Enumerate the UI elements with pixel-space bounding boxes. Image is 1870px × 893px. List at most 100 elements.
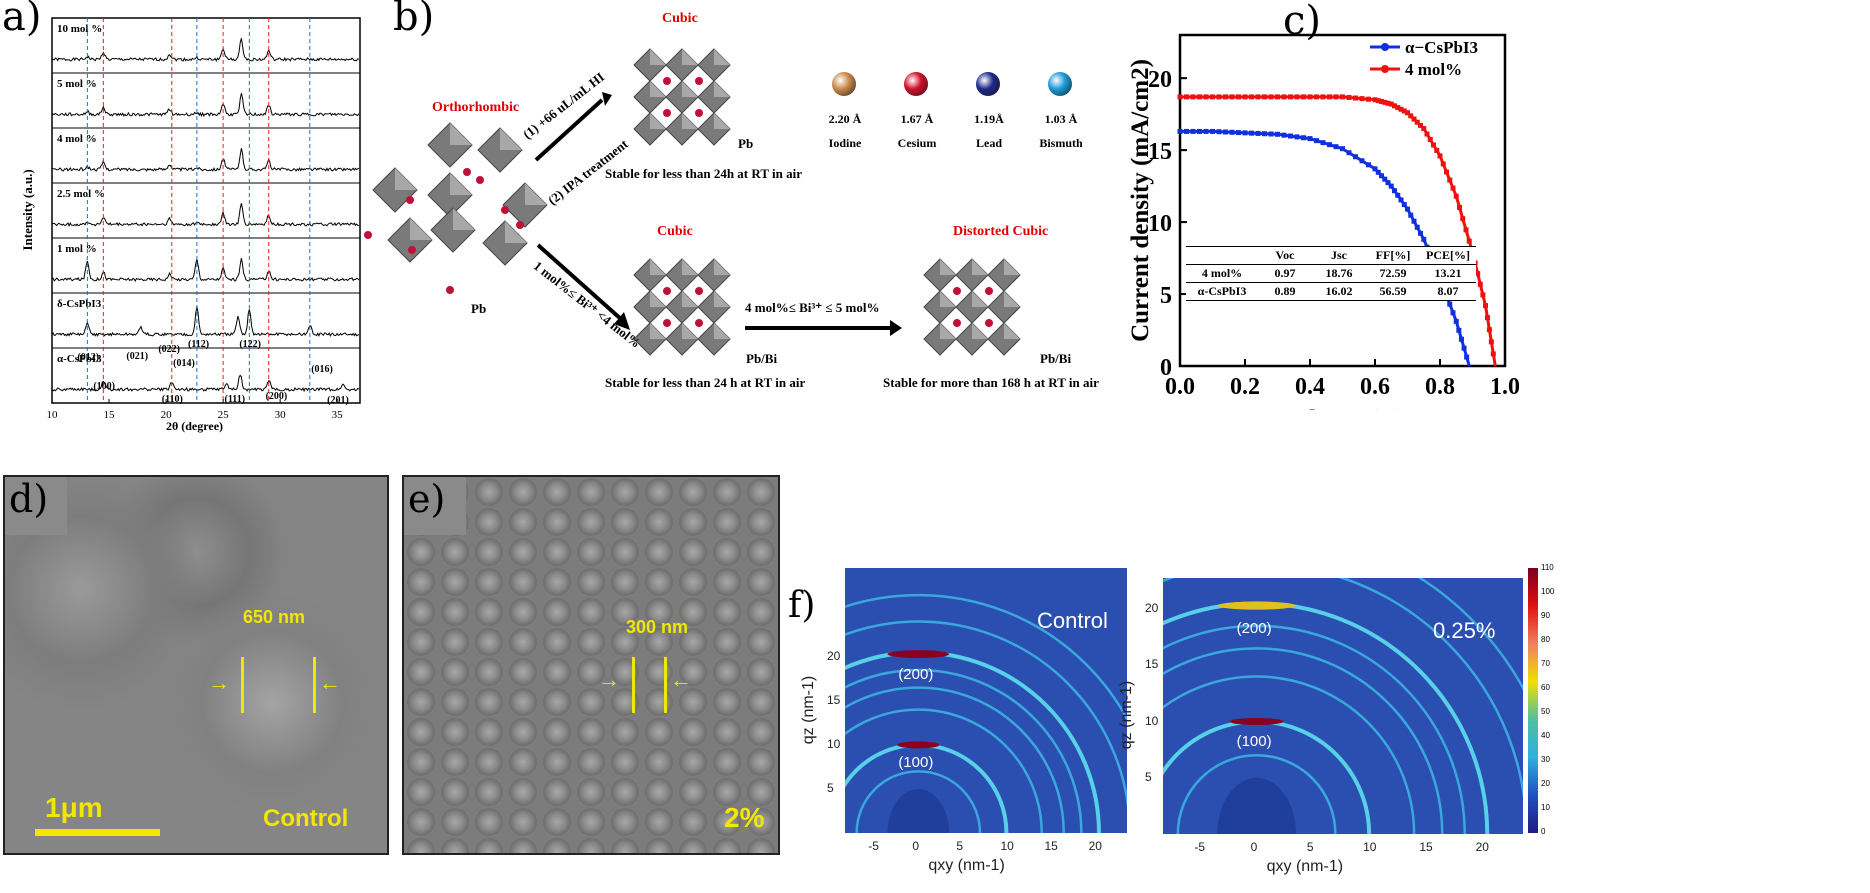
diffraction-ring — [845, 594, 1127, 722]
data-point — [1203, 128, 1209, 134]
xrd-chart: 10 mol %5 mol %4 mol %2.5 mol %1 mol %δ-… — [20, 17, 361, 433]
data-point — [1382, 99, 1388, 105]
y-tick-label: 15 — [827, 692, 841, 707]
phase-scheme-diagram — [364, 48, 1021, 356]
cesium-atom — [476, 176, 484, 184]
diffraction-ring — [845, 668, 1083, 833]
data-point — [1262, 131, 1267, 137]
data-point — [1414, 224, 1420, 230]
octahedron-face — [972, 259, 988, 275]
xrd-trace — [51, 374, 360, 393]
orthorhombic-label: Orthorhombic — [432, 100, 520, 115]
data-point — [1255, 130, 1261, 136]
peak-label: (111) — [225, 394, 246, 405]
data-point — [1275, 94, 1280, 100]
diffraction-ring — [1163, 647, 1444, 834]
x-tick-label: 5 — [1306, 840, 1314, 854]
cesium-atom — [663, 109, 671, 117]
peak-label-100: (100) — [898, 753, 934, 771]
cesium-atom — [663, 287, 671, 295]
giwaxs-map-control: Control(200)(100) — [845, 568, 1127, 833]
series-line-1 — [1180, 95, 1497, 367]
octahedron-face — [650, 291, 666, 307]
arrowhead — [614, 312, 630, 330]
data-point — [1307, 136, 1313, 142]
data-point — [1464, 354, 1470, 360]
grain-size-label: 300 nm — [626, 617, 689, 637]
y-axis-title: qz (nm-1) — [1118, 680, 1136, 750]
diffraction-rings — [1163, 578, 1523, 834]
peak-label: (014) — [173, 358, 195, 369]
cesium-atom — [663, 77, 671, 85]
plot-frame — [1178, 33, 1507, 368]
data-point — [1418, 230, 1423, 236]
diffraction-ring — [855, 770, 982, 833]
pbbi-label-cubic: Pb/Bi — [746, 351, 778, 366]
data-point — [1281, 132, 1287, 138]
scale-bar — [35, 829, 160, 836]
arrowhead — [602, 92, 612, 106]
data-point — [1408, 212, 1414, 218]
data-point — [1216, 94, 1222, 100]
data-point — [1301, 135, 1306, 141]
atom-radius: 2.20 Å — [828, 112, 862, 126]
data-point — [1440, 161, 1446, 167]
xrd-trace — [51, 148, 360, 173]
octahedron-face — [1004, 259, 1020, 275]
data-point — [1340, 146, 1345, 152]
atom-radius: 1.67 Å — [900, 112, 934, 126]
data-point — [1249, 130, 1254, 136]
data-point — [1184, 128, 1189, 134]
data-point — [1398, 197, 1404, 203]
atom-name: Iodine — [828, 136, 862, 150]
x-tick-label: 25 — [218, 409, 230, 421]
data-point — [1307, 94, 1313, 100]
data-point — [1190, 128, 1196, 134]
x-tick-label: 30 — [275, 409, 287, 421]
diffraction-ring — [1163, 624, 1466, 834]
octahedron-face — [714, 113, 730, 129]
data-point — [1450, 310, 1456, 316]
data-point — [1314, 94, 1319, 100]
data-point — [1210, 94, 1215, 100]
arrow-left-icon: ← — [670, 667, 692, 692]
legend-marker — [1381, 65, 1389, 73]
cesium-atom — [463, 168, 471, 176]
y-tick-label: 15 — [1148, 139, 1172, 165]
data-point — [1460, 216, 1466, 222]
data-point — [1190, 94, 1196, 100]
colorbar-tick: 100 — [1541, 587, 1555, 596]
giwaxs-map-0-25pct: 0.25%(200)(100) — [1163, 578, 1523, 834]
octahedron-face — [650, 259, 666, 275]
x-tick-label: 0.6 — [1360, 374, 1390, 400]
data-point — [1453, 318, 1459, 324]
y-tick-label: 20 — [1145, 601, 1159, 615]
beamstop-shadow — [887, 788, 950, 833]
diffraction-ring — [1176, 754, 1337, 834]
distorted-cubic-label: Distorted Cubic — [953, 224, 1049, 239]
data-point — [1288, 133, 1293, 139]
table-cell: PCE[%] — [1420, 246, 1476, 265]
peak-label: (201) — [327, 395, 349, 406]
peak-label-100: (100) — [1236, 732, 1272, 750]
y-tick-label: 10 — [1148, 211, 1172, 237]
data-point — [1382, 176, 1388, 182]
data-point — [1333, 144, 1339, 150]
data-point — [1405, 110, 1410, 116]
peak-label: (021) — [126, 351, 148, 362]
data-point — [1294, 134, 1300, 140]
y-axis-title: Current density (mA/cm2) — [1127, 59, 1154, 342]
peak-label-200: (200) — [898, 665, 934, 683]
data-point — [1477, 281, 1483, 287]
sample-label: 0.25% — [1433, 618, 1496, 643]
hotspot-100 — [1229, 718, 1284, 725]
table-cell: 0.97 — [1258, 264, 1312, 283]
stable-168h-label: Stable for more than 168 h at RT in air — [883, 375, 1099, 390]
data-point — [1184, 94, 1189, 100]
atom-name: Cesium — [897, 136, 937, 150]
data-point — [1385, 180, 1391, 186]
data-point — [1375, 169, 1381, 175]
octahedron-face — [410, 218, 432, 240]
colorbar-tick: 70 — [1541, 659, 1550, 668]
octahedron-face — [682, 113, 698, 129]
